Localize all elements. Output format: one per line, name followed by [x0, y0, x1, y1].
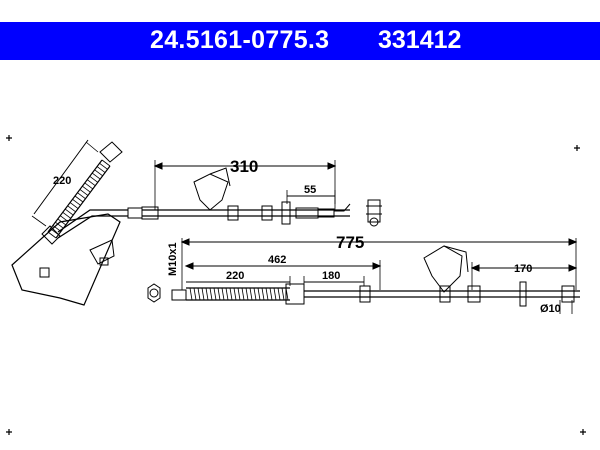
- hose-rib: [197, 287, 201, 301]
- bracket-lower: [423, 245, 463, 293]
- m10-fitting: [147, 283, 161, 303]
- hose-rib: [67, 205, 76, 213]
- hose-rib: [74, 195, 84, 203]
- hose-rib: [69, 202, 79, 209]
- hose-rib: [249, 287, 253, 301]
- hose-rib: [77, 192, 86, 200]
- bracket-plate: [11, 213, 121, 306]
- end-offset-label: 55: [304, 184, 316, 196]
- hose-rib: [237, 287, 241, 301]
- hose-rib: [265, 287, 269, 301]
- length-170-label: 170: [514, 263, 532, 275]
- hose-rib: [213, 287, 217, 301]
- clip-main-1: [359, 285, 371, 303]
- hose-rib: [57, 218, 67, 226]
- hose-rib: [221, 287, 225, 301]
- hose-rib: [91, 172, 101, 180]
- length-180-label: 180: [322, 270, 340, 282]
- hose-rib: [257, 287, 261, 301]
- hose-ribs: [47, 159, 111, 239]
- hose-rib: [225, 287, 229, 301]
- hose-rib: [217, 287, 221, 301]
- hose-rib: [96, 166, 106, 173]
- hose-rib: [241, 287, 245, 301]
- title-bar: 24.5161-0775.3 331412: [0, 22, 600, 60]
- hose-rib: [101, 159, 111, 167]
- hose-rib: [84, 182, 94, 190]
- hose-rib: [99, 162, 108, 170]
- isometric-view: 220: [11, 139, 143, 306]
- hose-rib: [277, 287, 281, 301]
- hose-rib: [229, 287, 233, 301]
- hose-rib: [273, 287, 277, 301]
- thread-label: M10x1: [167, 242, 179, 276]
- length-462-label: 462: [268, 254, 286, 266]
- clip-2: [261, 205, 273, 221]
- hose-rib: [52, 225, 62, 232]
- banjo-fitting: [366, 199, 382, 227]
- hose-rib: [233, 287, 237, 301]
- hose-rib: [205, 287, 209, 301]
- hose-rib: [245, 287, 249, 301]
- flex-length-label: 220: [53, 175, 71, 187]
- hose-rib: [79, 189, 89, 196]
- hose-rib: [60, 215, 69, 222]
- clip-3: [281, 201, 291, 225]
- hose-rib: [55, 221, 64, 229]
- bracket-top: [193, 173, 229, 211]
- hose-rib: [82, 185, 91, 193]
- hose-rib: [209, 287, 213, 301]
- hose-rib: [47, 231, 57, 239]
- hose-ribs-main: [189, 287, 289, 301]
- dim-line-220-iso: [33, 139, 89, 215]
- hose-rib: [94, 169, 103, 177]
- hose-rib: [64, 208, 74, 216]
- hose-rib: [261, 287, 265, 301]
- hose-rib: [72, 198, 81, 206]
- end-fitting: [561, 285, 575, 303]
- alt-part-number: 331412: [378, 26, 462, 54]
- part-number: 24.5161-0775.3: [150, 26, 330, 54]
- hose-rib: [193, 287, 197, 301]
- clip-1: [227, 205, 239, 221]
- hose-rib: [87, 179, 96, 186]
- hose-rib: [189, 287, 193, 301]
- overall-length-label: 775: [336, 233, 364, 252]
- bracket-slot: [39, 267, 50, 278]
- length-220-label: 220: [226, 270, 244, 282]
- main-view: M10x1 775 462 220 180 170 Ø10: [147, 233, 580, 315]
- hose-rib: [253, 287, 257, 301]
- corner-marks: [6, 135, 586, 435]
- hose-rib: [281, 287, 285, 301]
- bracket-offset-label: 310: [230, 157, 258, 176]
- clip-main-2: [467, 285, 481, 303]
- top-view: 310 55: [141, 157, 382, 227]
- diameter-label: Ø10: [540, 303, 561, 315]
- hose-rib: [89, 176, 98, 183]
- hose-rib: [201, 287, 205, 301]
- hose-rib: [62, 212, 71, 219]
- hose-rib: [269, 287, 273, 301]
